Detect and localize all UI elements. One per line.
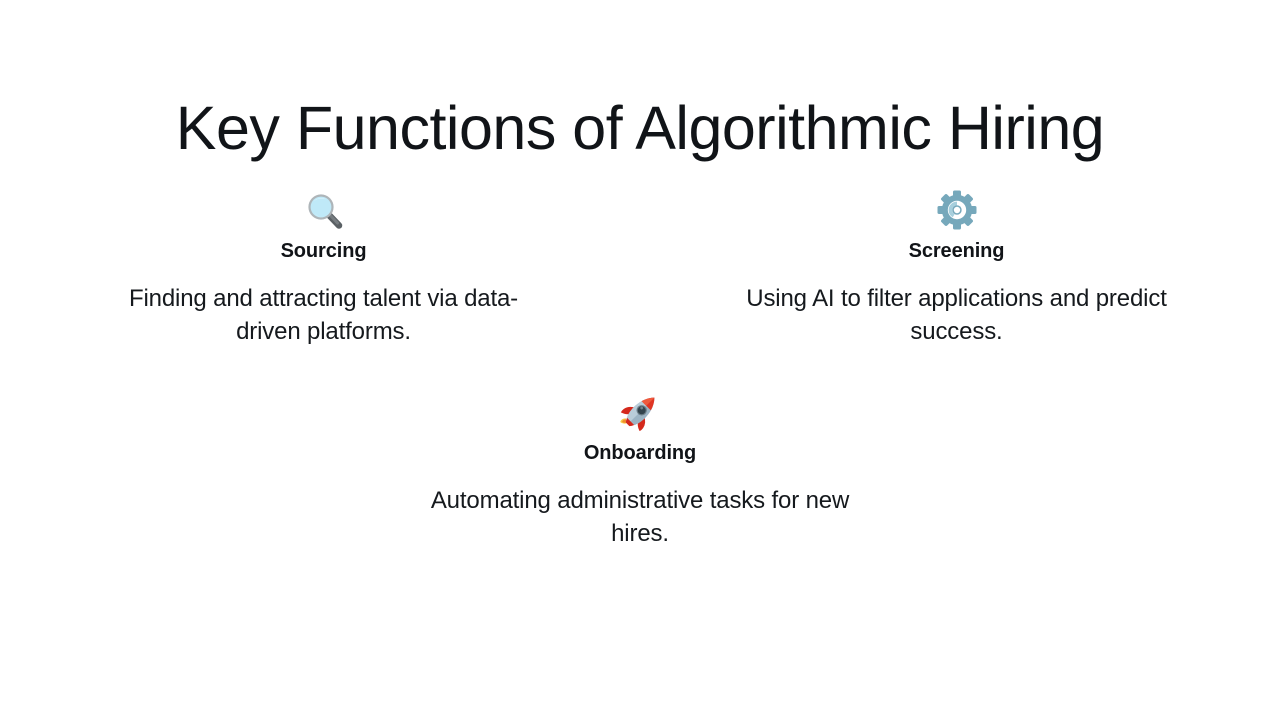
gear-icon: [935, 188, 979, 232]
feature-card-screening: Screening Using AI to filter application…: [735, 188, 1178, 348]
feature-card-onboarding: Onboarding Automating administrative tas…: [405, 390, 875, 550]
feature-card-grid: Sourcing Finding and attracting talent v…: [0, 188, 1280, 550]
card-description: Finding and attracting talent via data-d…: [128, 285, 519, 345]
feature-card-sourcing: Sourcing Finding and attracting talent v…: [102, 188, 545, 348]
card-row-top: Sourcing Finding and attracting talent v…: [0, 188, 1280, 348]
card-description: Automating administrative tasks for new …: [430, 487, 850, 547]
card-description: Using AI to filter applications and pred…: [746, 285, 1167, 345]
rocket-icon: [618, 390, 662, 434]
magnifying-glass-icon: [302, 188, 346, 232]
card-row-bottom: Onboarding Automating administrative tas…: [0, 390, 1280, 550]
card-title: Onboarding: [583, 442, 697, 464]
card-title: Sourcing: [280, 240, 367, 262]
page-title: Key Functions of Algorithmic Hiring: [175, 93, 1105, 162]
card-title: Screening: [908, 240, 1005, 262]
